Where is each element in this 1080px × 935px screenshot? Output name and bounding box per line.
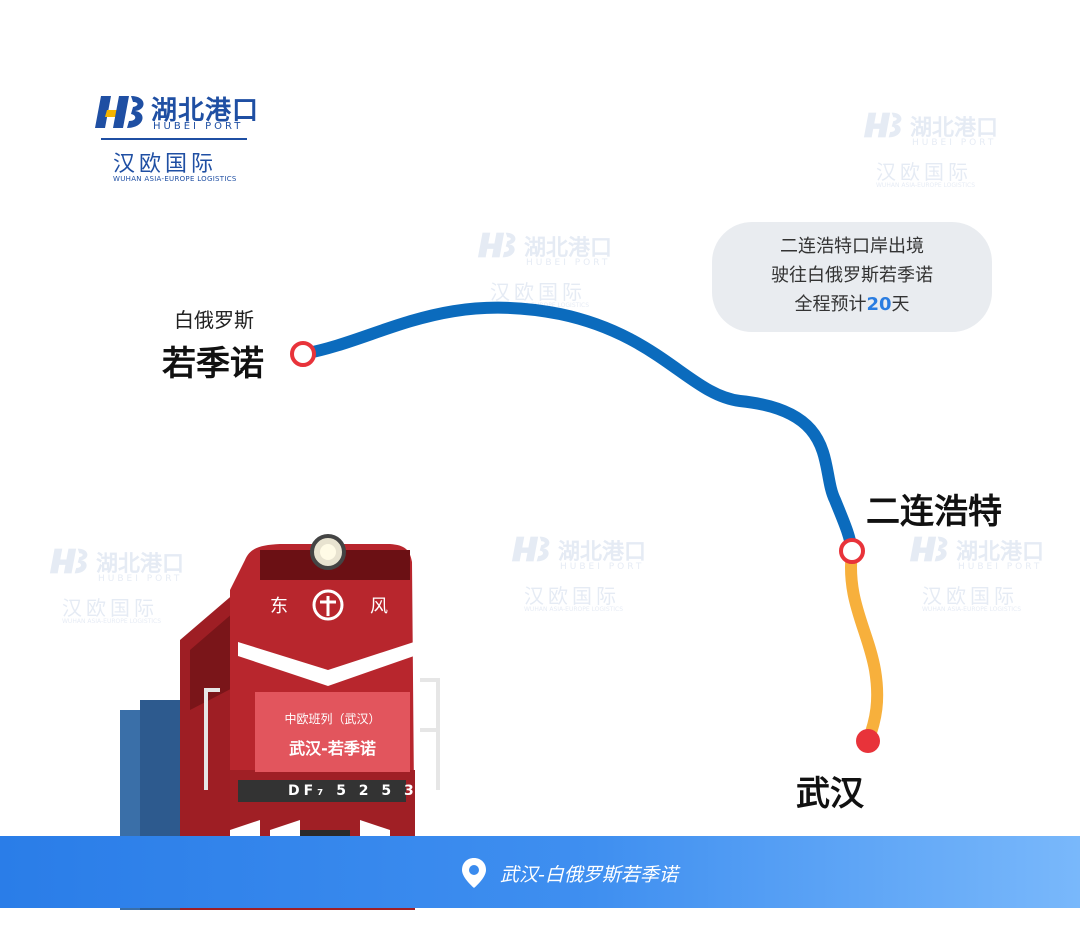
hb-logo-icon <box>95 96 144 128</box>
plate-line-2: 武汉-若季诺 <box>289 739 376 758</box>
svg-text:风: 风 <box>370 596 388 617</box>
origin-node <box>856 729 880 753</box>
info-line-3: 全程预计20天 <box>794 294 910 315</box>
svg-text:东: 东 <box>270 596 288 617</box>
hubei-port-logo: 湖北港口 HUBEI PORT 汉欧国际 WUHAN ASIA-EUROPE L… <box>95 88 258 188</box>
route-info-bubble: 二连浩特口岸出境 驶往白俄罗斯若季诺 全程预计20天 <box>712 222 992 332</box>
logo-brand-cn: 湖北港口 <box>151 96 260 126</box>
location-pin-icon <box>462 858 486 888</box>
destination-country-label: 白俄罗斯 <box>174 308 254 332</box>
plate-line-1: 中欧班列（武汉） <box>284 712 381 726</box>
logo-sub-cn: 汉欧国际 <box>113 152 218 177</box>
logo-sub-en: WUHAN ASIA-EUROPE LOGISTICS <box>113 175 237 183</box>
international-route-line <box>297 301 858 557</box>
route-banner <box>0 836 1080 908</box>
route-banner-text: 武汉-白俄罗斯若季诺 <box>500 864 678 886</box>
origin-city-label: 武汉 <box>796 774 864 814</box>
info-line-2: 驶往白俄罗斯若季诺 <box>771 265 933 286</box>
border-city-label: 二连浩特 <box>866 492 1002 532</box>
locomotive-image: 东 风 <box>120 534 440 910</box>
logo-brand-en: HUBEI PORT <box>153 121 244 132</box>
border-node <box>839 538 865 564</box>
locomotive-number: DF₇ 5 2 5 3 <box>288 783 418 799</box>
destination-node <box>290 341 316 367</box>
logo-divider <box>101 138 247 140</box>
destination-city-label: 若季诺 <box>162 344 264 384</box>
train-route-plate: 中欧班列（武汉） 武汉-若季诺 <box>255 692 410 772</box>
duration-days: 20 <box>866 294 892 315</box>
info-line-1: 二连浩特口岸出境 <box>780 236 924 257</box>
domestic-route-line <box>845 545 884 747</box>
